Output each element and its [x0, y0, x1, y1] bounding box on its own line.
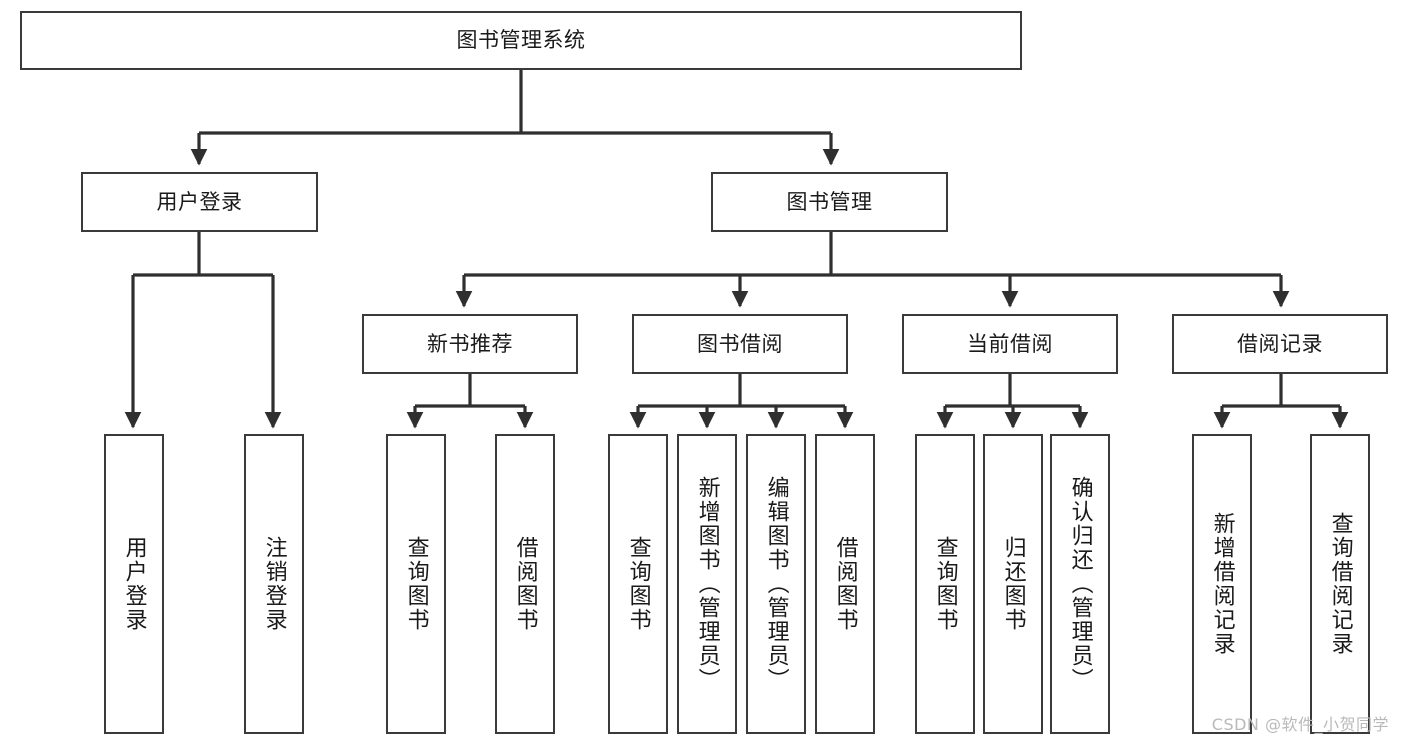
node-new-book-recommend-label: 新书推荐 [427, 331, 513, 356]
node-book-borrow[interactable]: 图书借阅 [632, 314, 848, 374]
node-user-login[interactable]: 用户登录 [81, 172, 318, 232]
node-leaf-query-record-label: 查询借阅记录 [1327, 512, 1353, 656]
node-leaf-user-login[interactable]: 用户登录 [104, 434, 164, 734]
node-leaf-query-book-2-label: 查询图书 [625, 536, 651, 632]
node-leaf-edit-book[interactable]: 编辑图书（管理员） [746, 434, 806, 734]
node-leaf-query-book-1[interactable]: 查询图书 [386, 434, 446, 734]
node-leaf-borrow-book-1[interactable]: 借阅图书 [495, 434, 555, 734]
node-leaf-query-book-3[interactable]: 查询图书 [915, 434, 975, 734]
node-leaf-borrow-book-2-label: 借阅图书 [832, 536, 858, 632]
node-leaf-query-record[interactable]: 查询借阅记录 [1310, 434, 1370, 734]
node-leaf-add-book-label: 新增图书（管理员） [694, 476, 720, 692]
csdn-watermark: CSDN @软件_小贺同学 [1211, 715, 1389, 734]
node-book-borrow-label: 图书借阅 [697, 331, 783, 356]
node-leaf-borrow-book-2[interactable]: 借阅图书 [815, 434, 875, 734]
node-user-login-label: 用户登录 [156, 189, 243, 214]
node-leaf-return-book[interactable]: 归还图书 [983, 434, 1043, 734]
node-leaf-add-record-label: 新增借阅记录 [1209, 512, 1235, 656]
node-root-label: 图书管理系统 [456, 28, 586, 53]
node-leaf-logout-label: 注销登录 [261, 536, 287, 632]
node-root[interactable]: 图书管理系统 [20, 11, 1022, 70]
node-leaf-query-book-3-label: 查询图书 [932, 536, 958, 632]
node-leaf-logout[interactable]: 注销登录 [244, 434, 304, 734]
node-current-borrow-label: 当前借阅 [967, 331, 1053, 356]
node-leaf-query-book-1-label: 查询图书 [403, 536, 429, 632]
node-book-manage[interactable]: 图书管理 [711, 172, 948, 232]
node-leaf-return-book-label: 归还图书 [1000, 536, 1026, 632]
node-leaf-query-book-2[interactable]: 查询图书 [608, 434, 668, 734]
node-leaf-borrow-book-1-label: 借阅图书 [512, 536, 538, 632]
node-leaf-confirm-return[interactable]: 确认归还（管理员） [1050, 434, 1110, 734]
node-leaf-edit-book-label: 编辑图书（管理员） [763, 476, 789, 692]
node-leaf-add-book[interactable]: 新增图书（管理员） [677, 434, 737, 734]
node-leaf-confirm-return-label: 确认归还（管理员） [1067, 476, 1093, 692]
node-book-manage-label: 图书管理 [786, 189, 873, 214]
node-leaf-add-record[interactable]: 新增借阅记录 [1192, 434, 1252, 734]
node-leaf-user-login-label: 用户登录 [121, 536, 147, 632]
node-new-book-recommend[interactable]: 新书推荐 [362, 314, 578, 374]
node-borrow-record[interactable]: 借阅记录 [1172, 314, 1388, 374]
node-current-borrow[interactable]: 当前借阅 [902, 314, 1118, 374]
node-borrow-record-label: 借阅记录 [1237, 331, 1323, 356]
